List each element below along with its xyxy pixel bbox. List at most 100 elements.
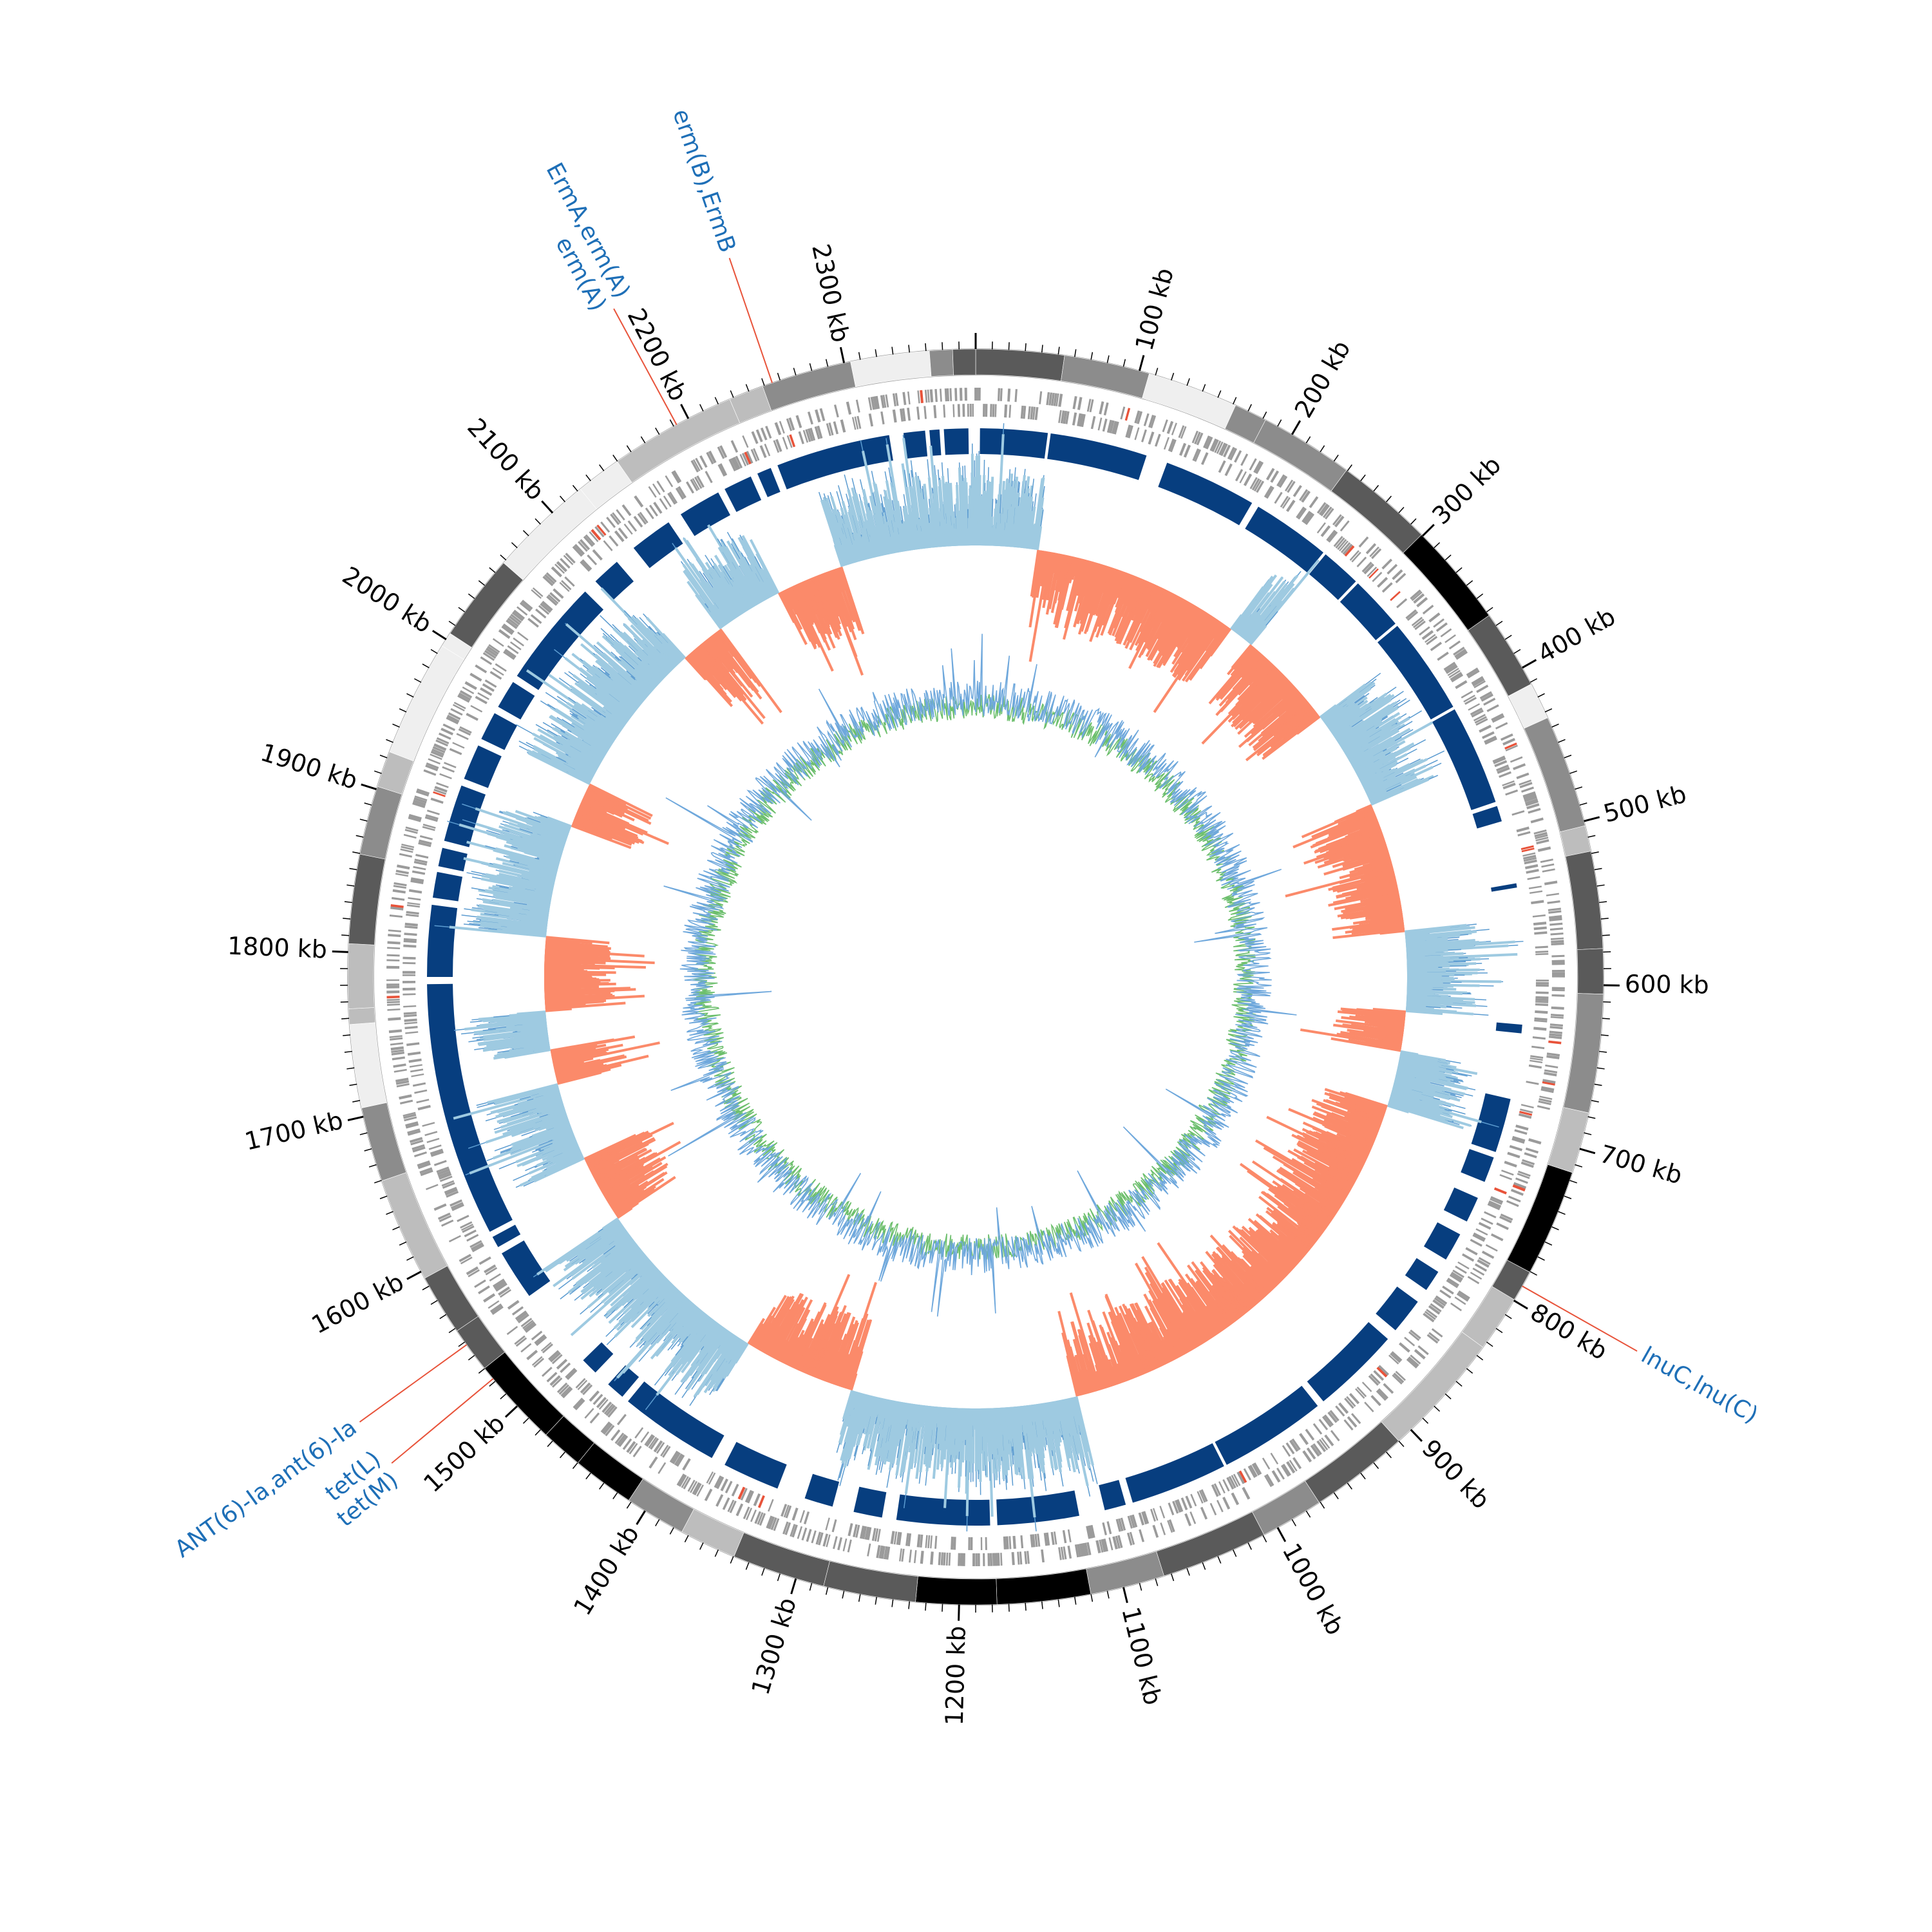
tick-mark	[458, 1341, 466, 1347]
cds-feature	[1346, 1396, 1356, 1407]
tick-mark	[1057, 346, 1060, 355]
tick-mark	[585, 1472, 591, 1480]
tick-mark	[1386, 495, 1392, 502]
gc-skew-spike	[1426, 1006, 1441, 1009]
tick-mark	[1579, 1148, 1596, 1155]
contig-block	[1047, 433, 1147, 480]
tick-mark	[346, 884, 355, 887]
cds-feature	[408, 897, 421, 901]
cds-feature	[929, 389, 934, 402]
gc-skew-spike	[875, 1455, 880, 1475]
tick-mark	[341, 1018, 350, 1019]
cds-feature	[403, 1113, 417, 1119]
cds-feature	[637, 513, 647, 525]
cds-feature	[862, 1526, 867, 1540]
cds-feature	[392, 896, 405, 901]
tick-mark	[572, 1462, 578, 1469]
cds-feature	[433, 791, 446, 797]
cds-feature	[466, 1234, 479, 1242]
cds-feature	[1129, 1515, 1135, 1528]
cds-feature	[407, 902, 421, 905]
cds-feature	[1537, 846, 1551, 852]
contig-block	[724, 476, 762, 512]
cds-feature	[1371, 548, 1382, 560]
cds-feature	[1239, 471, 1247, 484]
cds-feature	[1424, 1311, 1436, 1320]
cds-feature	[1126, 1532, 1133, 1546]
cds-feature	[720, 1478, 728, 1492]
karyotype-segment	[1253, 419, 1347, 491]
gc-skew-spike	[837, 1463, 844, 1481]
cds-feature	[1058, 1547, 1062, 1560]
tick-mark	[448, 1328, 456, 1334]
cds-feature	[783, 1504, 790, 1518]
cds-feature	[1344, 1397, 1354, 1409]
cds-feature	[999, 388, 1003, 401]
cds-feature	[972, 1553, 976, 1566]
cds-feature	[864, 1526, 869, 1540]
cds-feature	[1517, 831, 1531, 837]
cds-feature	[448, 1235, 461, 1243]
karyotype-segment	[349, 1022, 387, 1108]
cds-feature	[413, 799, 426, 806]
cds-feature	[1533, 829, 1547, 835]
tick-mark	[547, 1441, 553, 1447]
gc-skew-spike	[1034, 493, 1037, 507]
cds-feature	[1428, 612, 1441, 623]
cds-feature	[386, 979, 400, 981]
cds-feature	[531, 1356, 543, 1366]
cds-feature	[1551, 994, 1565, 997]
cds-feature	[696, 475, 705, 488]
cds-feature	[446, 1190, 459, 1198]
cds-feature	[1534, 831, 1548, 838]
cds-feature	[1535, 981, 1549, 985]
cds-feature	[1465, 1247, 1478, 1256]
cds-feature	[513, 637, 524, 647]
cds-feature	[587, 554, 598, 565]
cds-feature	[549, 1375, 561, 1387]
contig-block	[444, 785, 486, 848]
tick-mark	[368, 1164, 377, 1168]
cds-feature	[458, 728, 471, 736]
tick-mark	[1476, 1354, 1484, 1361]
gc-skew-spike	[460, 1032, 474, 1035]
cds-feature	[1076, 1544, 1082, 1557]
tick-mark	[745, 384, 750, 392]
gc-skew-spike	[1023, 1435, 1026, 1450]
tick-mark	[875, 349, 877, 357]
contig-block	[1461, 1149, 1494, 1182]
gc-skew-spike	[515, 724, 533, 734]
tick-mark	[858, 352, 861, 360]
cds-feature	[633, 515, 643, 528]
karyotype-segment	[915, 1576, 998, 1605]
tick-mark	[1360, 1472, 1366, 1480]
cds-feature	[1285, 1442, 1295, 1455]
cds-feature	[1172, 1501, 1179, 1514]
cds-feature	[386, 1003, 401, 1006]
tick-mark	[891, 346, 894, 355]
cds-feature	[1446, 665, 1458, 674]
cds-feature	[1466, 667, 1479, 677]
gc-skew-spike	[903, 1493, 907, 1508]
cds-feature	[1435, 622, 1448, 632]
cds-feature	[923, 406, 927, 419]
cds-feature	[546, 1372, 558, 1383]
cds-feature	[806, 1529, 812, 1542]
cds-feature	[1535, 837, 1549, 842]
cds-feature	[917, 390, 920, 404]
cds-feature	[1363, 563, 1375, 574]
cds-feature	[403, 1014, 417, 1018]
tick-mark	[399, 708, 407, 713]
cds-feature	[462, 687, 475, 694]
cds-feature	[393, 885, 406, 889]
cds-feature	[653, 502, 663, 514]
cds-feature	[1439, 1289, 1452, 1299]
cds-feature	[477, 692, 489, 701]
cds-ring	[386, 388, 1565, 1566]
cds-feature	[1009, 404, 1012, 418]
cds-feature	[1551, 942, 1564, 946]
cds-feature	[690, 460, 699, 473]
cds-feature	[408, 1058, 422, 1063]
cds-feature	[1200, 1489, 1208, 1502]
karyotype-segment	[1381, 1331, 1483, 1441]
